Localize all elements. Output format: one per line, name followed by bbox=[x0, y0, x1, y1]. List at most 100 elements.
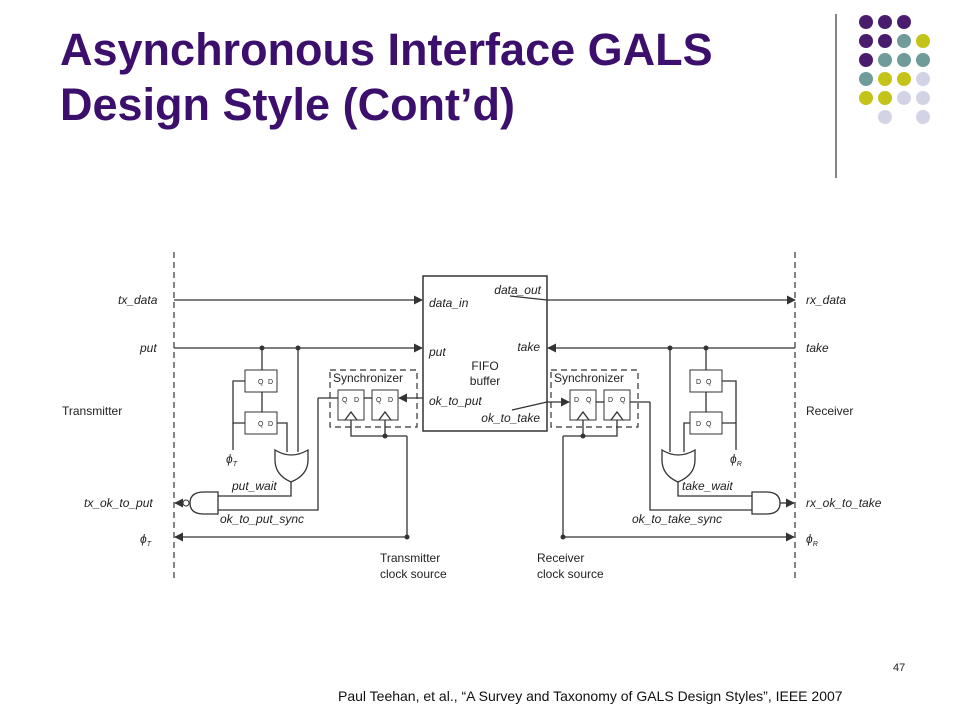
decorative-dot bbox=[916, 53, 930, 67]
fifo-put-label: put bbox=[428, 345, 446, 359]
rx-sync-ff-2-q: Q bbox=[620, 397, 626, 404]
slide-title-line-1: Asynchronous Interface GALS bbox=[60, 24, 713, 75]
slide-title-line-2: Design Style (Cont’d) bbox=[60, 79, 516, 130]
rx-ff-bottom-d: D bbox=[696, 421, 701, 428]
rx-ok-to-take-label: rx_ok_to_take bbox=[806, 496, 882, 510]
decorative-dot bbox=[878, 91, 892, 105]
tx-clock-junction bbox=[404, 534, 410, 540]
receiver-label: Receiver bbox=[806, 404, 853, 418]
tx-sync-ff-2-clock bbox=[378, 410, 392, 421]
put-wait-label: put_wait bbox=[231, 479, 277, 493]
decorative-dot bbox=[859, 91, 873, 105]
rx-ff-clock-wire bbox=[722, 380, 737, 424]
tx-phi-local-label: ϕT bbox=[226, 452, 238, 468]
tx-ff-top-q: Q bbox=[258, 379, 264, 386]
citation: Paul Teehan, et al., “A Survey and Taxon… bbox=[338, 688, 843, 704]
decorative-dot bbox=[878, 34, 892, 48]
decorative-dot bbox=[897, 15, 911, 29]
rx-sync-ff-2 bbox=[603, 389, 631, 421]
decorative-dot bbox=[859, 72, 873, 86]
rx-or-gate bbox=[661, 448, 696, 483]
rx-ok-to-take-from-fifo bbox=[511, 397, 570, 411]
transmitter-clock-source-line-2: clock source bbox=[380, 567, 447, 581]
rx-ff-top-d: D bbox=[696, 379, 701, 386]
tx-synchronizer-label: Synchronizer bbox=[333, 371, 403, 385]
ok-to-put-sync-wire bbox=[218, 398, 319, 511]
fifo-data-in-label: data_in bbox=[429, 296, 469, 310]
rx-data-wire bbox=[509, 295, 796, 305]
tx-sync-clock-wire bbox=[350, 420, 407, 437]
ok-to-take-sync-label: ok_to_take_sync bbox=[632, 512, 722, 526]
fifo-data-out-label: data_out bbox=[494, 283, 541, 297]
transmitter-clock-source-line-1: Transmitter bbox=[380, 551, 440, 565]
decorative-dot bbox=[878, 53, 892, 67]
rx-phi-label: ϕR bbox=[806, 532, 818, 548]
fifo-take-label: take bbox=[517, 340, 540, 354]
tx-ff-to-or-wire bbox=[277, 422, 288, 452]
tx-and-gate bbox=[189, 491, 219, 515]
tx-or-gate bbox=[274, 448, 309, 483]
decorative-dot bbox=[878, 110, 892, 124]
decorative-dot bbox=[916, 91, 930, 105]
decorative-dot bbox=[897, 91, 911, 105]
tx-sync-ff-1-q: Q bbox=[342, 397, 348, 404]
rx-sync-ff-2-clock bbox=[610, 410, 624, 421]
ok-to-put-sync-label: ok_to_put_sync bbox=[220, 512, 304, 526]
rx-clock-junction bbox=[560, 534, 566, 540]
fifo-ok-to-put-label: ok_to_put bbox=[429, 394, 482, 408]
decorative-dot bbox=[897, 72, 911, 86]
rx-ff-bottom-q: Q bbox=[706, 421, 712, 428]
tx-phi-label: ϕT bbox=[140, 532, 152, 548]
tx-sync-ff-2 bbox=[371, 389, 399, 421]
decorative-dot bbox=[878, 72, 892, 86]
rx-synchronizer-box bbox=[550, 369, 639, 428]
decorative-dot bbox=[878, 15, 892, 29]
tx-ff-bottom-d: D bbox=[268, 421, 273, 428]
rx-and-gate bbox=[751, 491, 781, 515]
receiver-clock-source-line-1: Receiver bbox=[537, 551, 584, 565]
take-wait-label: take_wait bbox=[682, 479, 733, 493]
tx-sync-clock-junction bbox=[382, 433, 388, 439]
receiver-clock-source-line-2: clock source bbox=[537, 567, 604, 581]
take-signal-label: take bbox=[806, 341, 829, 355]
tx-sync-ff-1-d: D bbox=[354, 397, 359, 404]
fifo-ok-to-take-label: ok_to_take bbox=[481, 411, 540, 425]
fifo-name-line-2: buffer bbox=[470, 374, 500, 388]
tx-sync-ff-1-clock bbox=[344, 410, 358, 421]
page-number: 47 bbox=[893, 662, 906, 674]
fifo-name-line-1: FIFO bbox=[471, 359, 498, 373]
tx-data-label: tx_data bbox=[118, 293, 158, 307]
rx-sync-ff-2-d: D bbox=[608, 397, 613, 404]
tx-ok-to-put-label: tx_ok_to_put bbox=[84, 496, 153, 510]
rx-data-label: rx_data bbox=[806, 293, 846, 307]
decorative-dot bbox=[897, 34, 911, 48]
decorative-dot bbox=[859, 53, 873, 67]
rx-phi-local-label: ϕR bbox=[730, 452, 742, 468]
decorative-dot bbox=[916, 72, 930, 86]
rx-sync-ff-1-q: Q bbox=[586, 397, 592, 404]
rx-ff-to-or-wire bbox=[683, 422, 690, 452]
rx-sync-clock-wire bbox=[563, 420, 618, 437]
transmitter-label: Transmitter bbox=[62, 404, 122, 418]
rx-take-junction bbox=[703, 345, 709, 351]
decorative-dot bbox=[859, 34, 873, 48]
tx-ff-bottom-q: Q bbox=[258, 421, 264, 428]
fifo-buffer-box bbox=[422, 275, 548, 432]
rx-sync-ff-1-d: D bbox=[574, 397, 579, 404]
put-wait-wire bbox=[218, 482, 292, 497]
tx-and-gate-bubble bbox=[182, 499, 190, 507]
take-wait-wire bbox=[677, 482, 752, 497]
rx-sync-ff-1 bbox=[569, 389, 597, 421]
rx-synchronizer-label: Synchronizer bbox=[554, 371, 624, 385]
tx-ff-top-d: D bbox=[268, 379, 273, 386]
decorative-dot bbox=[916, 110, 930, 124]
rx-sync-clock-junction bbox=[580, 433, 586, 439]
tx-sync-ff-2-d: D bbox=[388, 397, 393, 404]
tx-put-junction-2 bbox=[295, 345, 301, 351]
ok-to-take-sync-wire bbox=[649, 402, 752, 511]
slide-title: Asynchronous Interface GALS Design Style… bbox=[60, 22, 820, 132]
tx-sync-ff-2-q: Q bbox=[376, 397, 382, 404]
decorative-dot bbox=[859, 15, 873, 29]
decorative-dot-cluster bbox=[835, 14, 930, 178]
